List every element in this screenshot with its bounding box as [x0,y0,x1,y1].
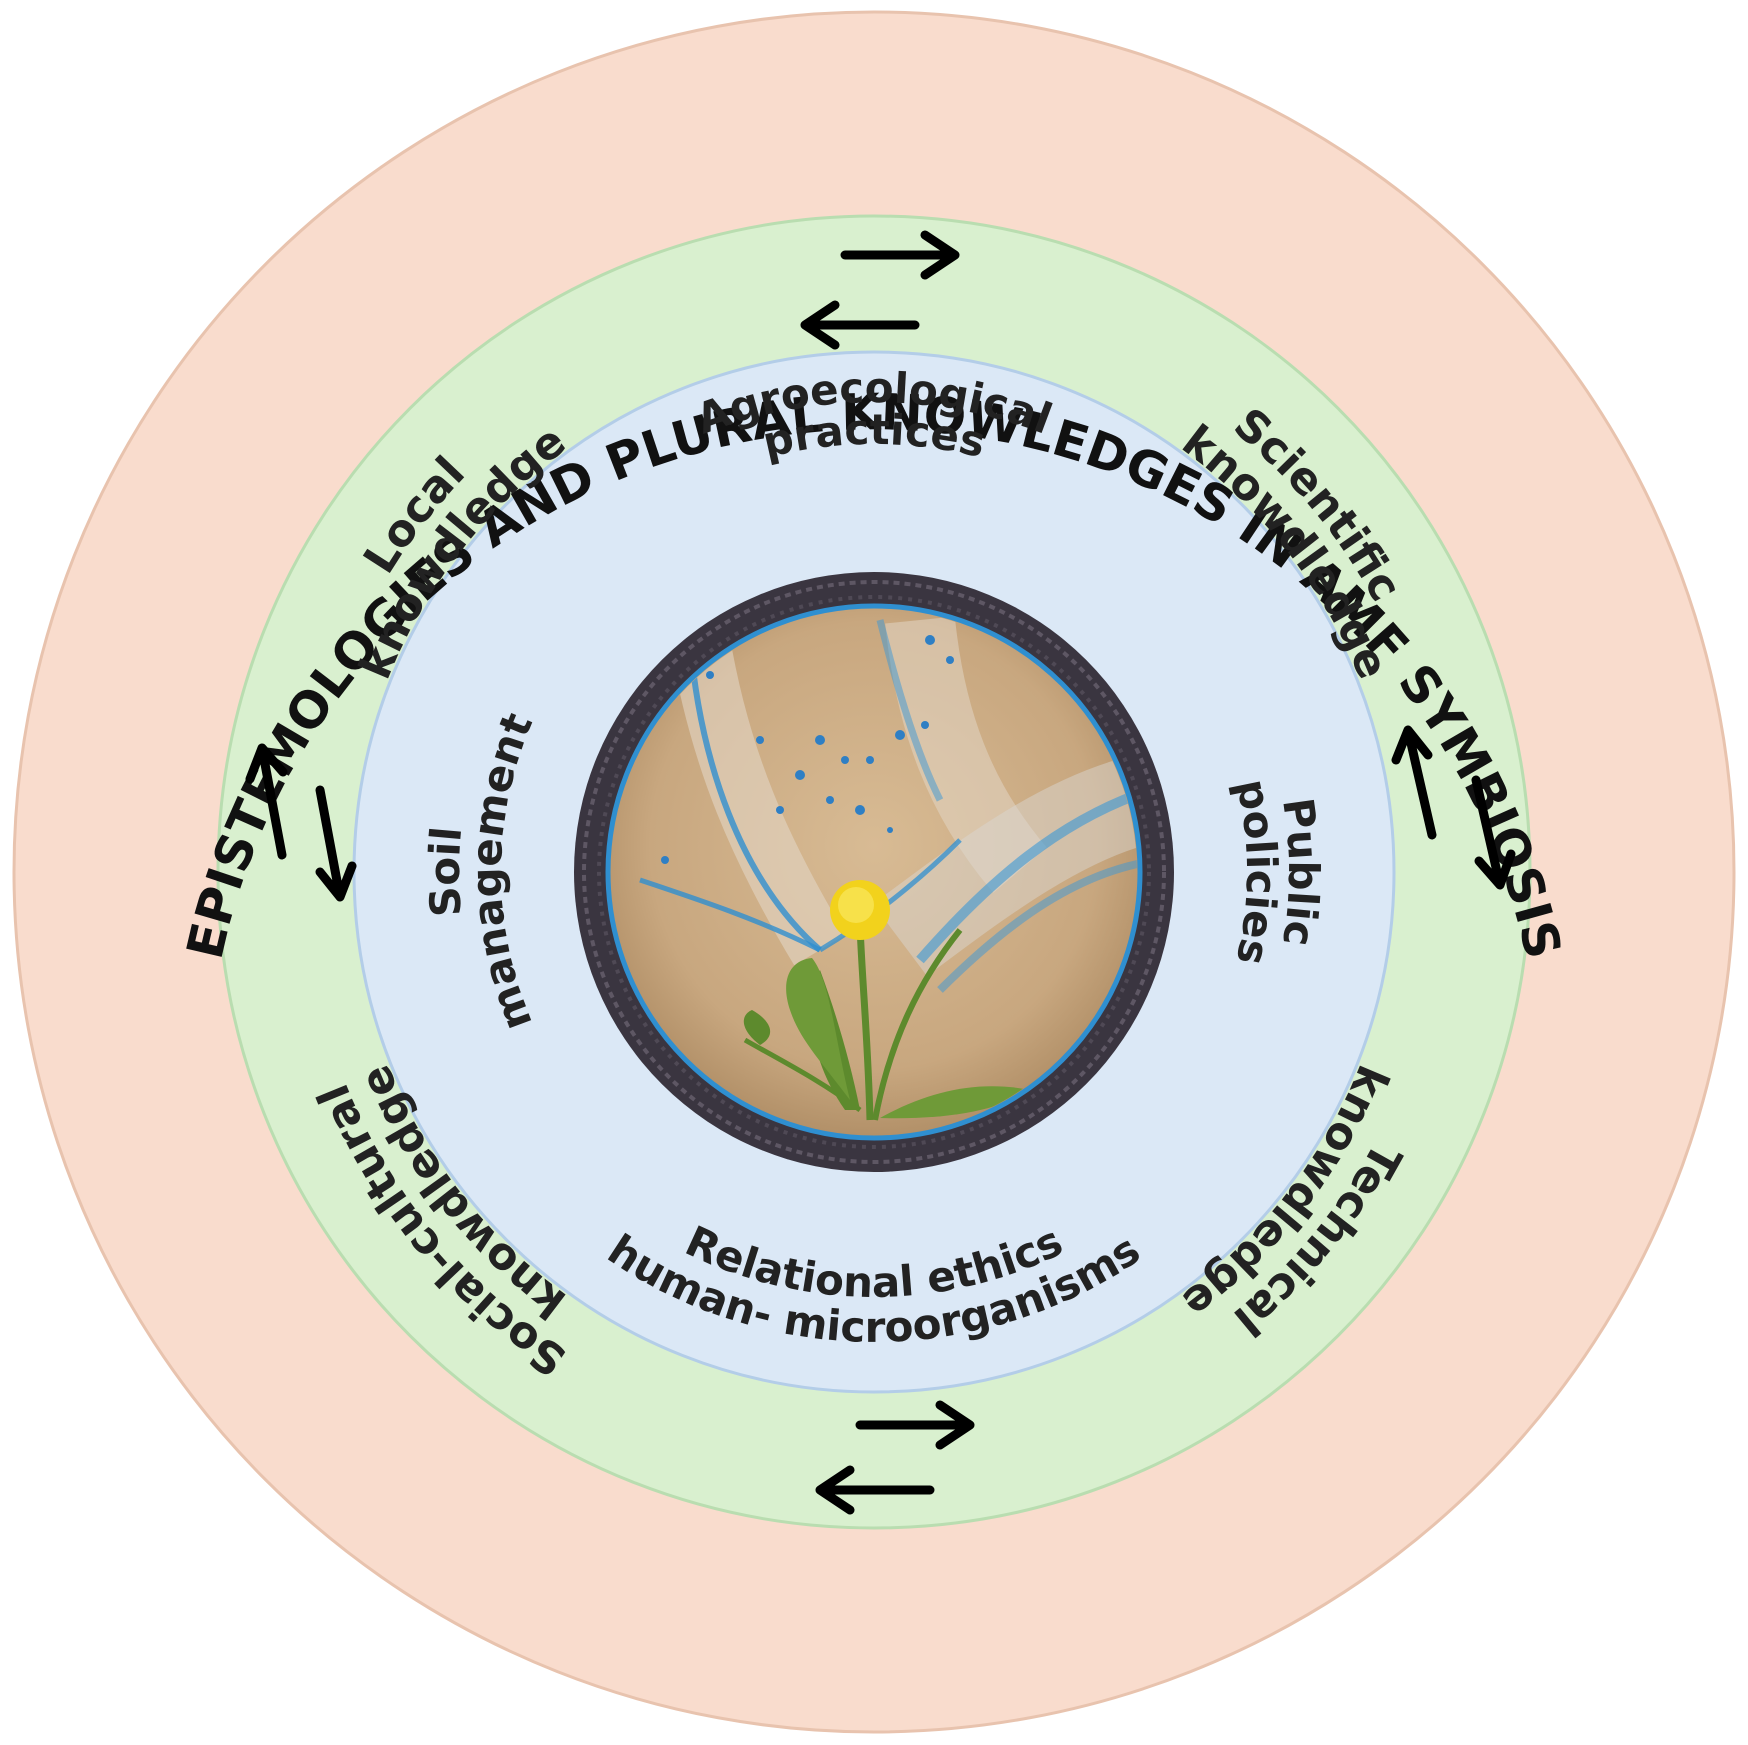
exchange-arrows-icon [245,743,357,902]
soil-photo [574,572,1174,1172]
exchange-arrows-icon [815,1400,975,1515]
dandelion-icon [743,880,1030,1121]
exchange-arrows-icon [1391,725,1516,890]
exchange-arrows-icon [800,230,960,350]
